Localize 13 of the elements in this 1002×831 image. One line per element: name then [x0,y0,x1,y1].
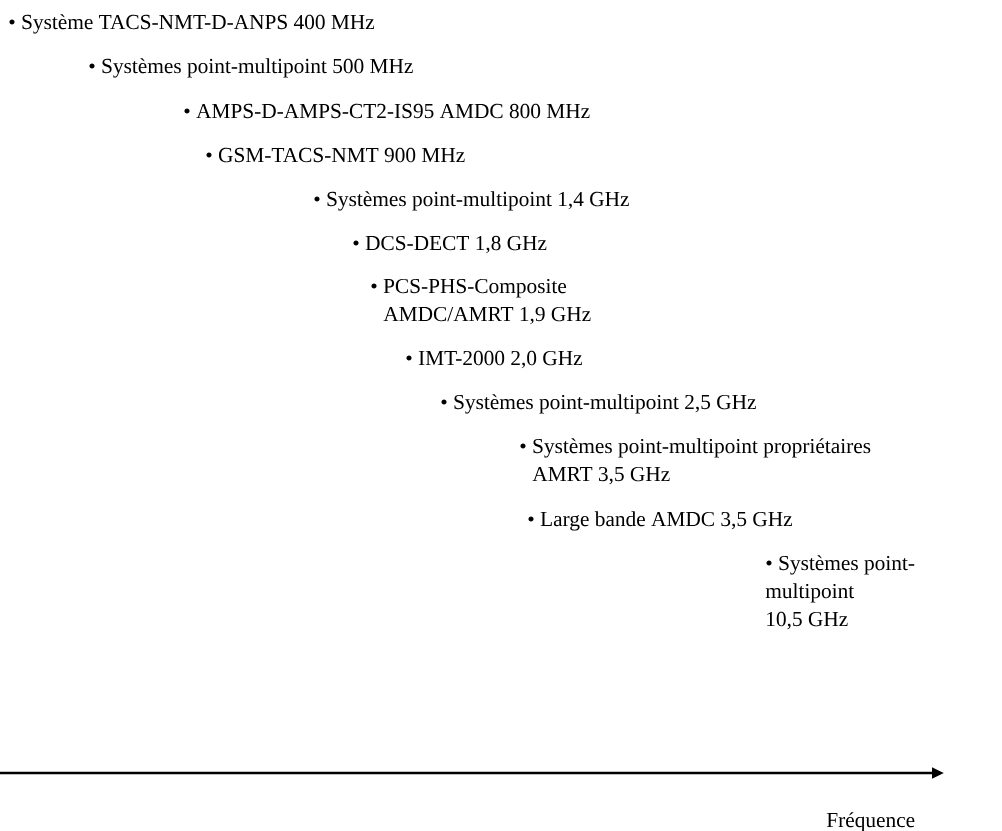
frequency-band-label: • Systèmes point-multipoint 2,5 GHz [441,394,756,414]
frequency-band-label: • Large bande AMDC 3,5 GHz [528,511,793,531]
frequency-band-label: • Systèmes point-multipoint 10,5 GHz [765,555,915,630]
frequency-band-label: • AMPS-D-AMPS-CT2-IS95 AMDC 800 MHz [184,103,590,119]
frequency-band-label: • Systèmes point-multipoint 1,4 GHz [314,191,629,211]
frequency-band-label: • PCS-PHS-Composite AMDC/AMRT 1,9 GHz [371,278,591,325]
frequency-band-label: • Système TACS-NMT-D-ANPS 400 MHz [9,14,375,34]
axis-label: Fréquence [826,812,915,831]
frequency-band-label: • GSM-TACS-NMT 900 MHz [206,147,465,163]
frequency-band-label: • Systèmes point-multipoint 500 MHz [89,58,413,78]
frequency-band-label: • DCS-DECT 1,8 GHz [353,235,547,254]
frequency-band-label: • IMT-2000 2,0 GHz [406,350,582,369]
frequency-band-label: • Systèmes point-multipoint propriétaires AMRT 3,5 GHz [520,438,871,485]
